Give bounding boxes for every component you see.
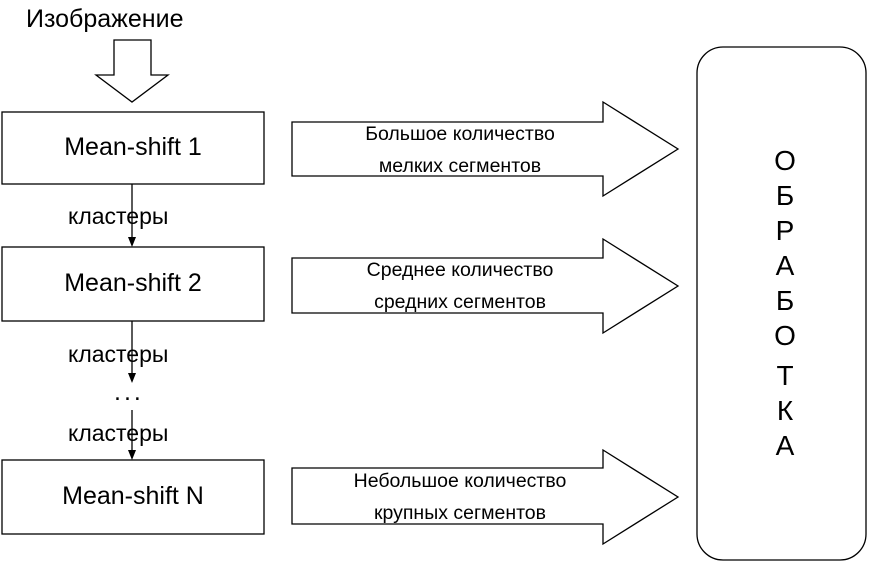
output-arrow-1 — [291, 100, 680, 198]
processing-letter-9: А — [775, 430, 795, 461]
edge-label-1: кластеры — [68, 203, 169, 229]
processing-letter-1: О — [774, 145, 796, 176]
output-label-n: Небольшое количество крупных сегментов — [310, 465, 610, 529]
processing-letter-5: Б — [775, 285, 795, 316]
output-label-2: Среднее количество средних сегментов — [310, 254, 610, 318]
processing-box — [696, 46, 867, 561]
output-label-1-line1: Большое количество — [365, 123, 555, 145]
input-label: Изображение — [26, 5, 184, 33]
connector-dots-n — [128, 410, 136, 460]
output-arrow-n — [291, 448, 680, 546]
edge-label-3: кластеры — [68, 420, 169, 446]
output-label-2-line2: средних сегментов — [374, 291, 546, 313]
ellipsis: ... — [114, 378, 144, 406]
stage-box-1 — [1, 111, 265, 185]
output-label-2-line1: Среднее количество — [366, 259, 554, 281]
stage-label-1: Mean-shift 1 — [64, 133, 202, 161]
processing-letter-8: К — [776, 395, 794, 426]
connector-1-2 — [128, 184, 136, 247]
output-label-n-line1: Небольшое количество — [353, 470, 567, 492]
processing-letter-7: Т — [776, 360, 794, 391]
output-label-n-line2: крупных сегментов — [373, 502, 547, 524]
stage-box-n — [1, 459, 265, 535]
processing-letter-4: А — [775, 250, 795, 281]
edge-label-2: кластеры — [68, 341, 169, 367]
output-arrow-2 — [291, 237, 680, 335]
output-label-1-line2: мелких сегментов — [378, 155, 542, 177]
stage-label-n: Mean-shift N — [62, 482, 204, 510]
stage-box-2 — [1, 246, 265, 322]
processing-letter-6: О — [774, 320, 796, 351]
input-arrow — [94, 39, 170, 103]
stage-label-2: Mean-shift 2 — [64, 269, 202, 297]
connector-2-dots — [128, 321, 136, 383]
output-label-1: Большое количество мелких сегментов — [310, 118, 610, 182]
processing-letter-2: Б — [775, 180, 795, 211]
processing-letter-3: Р — [775, 215, 795, 246]
